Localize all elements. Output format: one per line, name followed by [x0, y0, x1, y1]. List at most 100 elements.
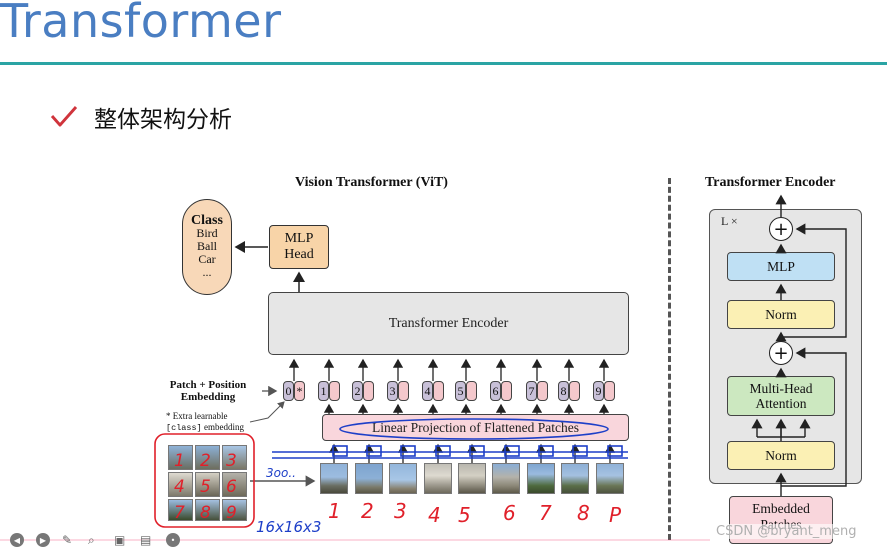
class-item: Bird [196, 226, 218, 240]
position-token: 0 [283, 381, 294, 401]
patch-position-embedding-label: Patch + Position Embedding [169, 379, 247, 403]
mlp-head-box: MLP Head [269, 225, 329, 269]
extra-learnable-note: * Extra learnable [class] embedding [166, 411, 244, 434]
grid-patch [222, 472, 247, 497]
patch-embedding-token [604, 381, 615, 401]
grid-patch [195, 499, 220, 521]
grid-patch [222, 499, 247, 521]
svg-text:1: 1 [328, 499, 341, 523]
bullet-text: 整体架构分析 [94, 107, 232, 133]
handwritten-ellipse [339, 418, 609, 440]
previous-slide-icon[interactable]: ◀ [10, 533, 24, 547]
subtitle-icon[interactable]: ▤ [140, 533, 152, 547]
mlp-block: MLP [727, 252, 835, 281]
patch-embedding-token [398, 381, 409, 401]
svg-text:3: 3 [226, 451, 237, 471]
mlp-head-line2: Head [284, 247, 314, 262]
class-token: * [294, 381, 305, 401]
mha-line2: Attention [755, 396, 807, 411]
norm-block-bottom: Norm [727, 441, 835, 470]
handwritten-vector-marks [272, 445, 628, 459]
token-up-arrows [288, 358, 610, 381]
svg-text:5: 5 [200, 477, 211, 497]
patch-up-arrows [328, 443, 616, 463]
patch-embedding-token [466, 381, 477, 401]
class-title: Class [191, 213, 223, 228]
arrow-note-to-class-token [249, 401, 285, 423]
multi-head-attention-block: Multi-Head Attention [727, 376, 835, 416]
transformer-encoder-label: Transformer Encoder [388, 315, 509, 331]
handwritten-grid-outline [154, 433, 255, 528]
title-rule [0, 62, 887, 65]
grid-patch [195, 445, 220, 470]
svg-text:2: 2 [361, 499, 374, 523]
embedded-line1: Embedded [752, 501, 810, 516]
position-token: 2 [352, 381, 363, 401]
patch-embedding-token [537, 381, 548, 401]
svg-text:8: 8 [200, 503, 211, 523]
patch-image [320, 463, 348, 494]
handwritten-patch-numbers: 1 2 3 4 5 6 7 8 P [328, 499, 622, 527]
linear-projection-label: Linear Projection of Flattened Patches [372, 419, 579, 435]
svg-text:2: 2 [200, 451, 211, 471]
residual-add-icon: + [769, 341, 793, 365]
grid-patch [168, 445, 193, 470]
watermark: CSDN @bryant_meng [716, 524, 857, 539]
more-options-icon[interactable]: • [166, 533, 180, 547]
handwritten-shape-label: 16x16x3 [256, 518, 321, 536]
grid-patch [222, 445, 247, 470]
svg-text:7: 7 [539, 501, 552, 525]
zoom-icon[interactable]: ⌕ [88, 533, 95, 547]
position-token: 3 [387, 381, 398, 401]
extra-note-mono: [class] [166, 423, 202, 433]
patch-image [424, 463, 452, 494]
linear-projection-box: Linear Projection of Flattened Patches [322, 414, 629, 441]
extra-note-prefix: * Extra learnable [166, 411, 228, 421]
class-output-box: Class Bird Ball Car ... [182, 199, 232, 295]
norm-block-top: Norm [727, 300, 835, 329]
svg-text:1: 1 [174, 451, 185, 471]
presentation-toolbar: ◀ ▶ ✎ ⌕ ▣ ▤ • [10, 533, 180, 547]
grid-patch [195, 472, 220, 497]
transformer-encoder-box: Transformer Encoder [268, 292, 629, 355]
svg-text:7: 7 [174, 503, 185, 523]
vit-header: Vision Transformer (ViT) [295, 175, 448, 190]
svg-text:P: P [609, 503, 622, 527]
svg-text:3: 3 [394, 499, 407, 523]
mlp-head-line1: MLP [284, 231, 314, 246]
svg-text:8: 8 [577, 501, 590, 525]
patch-image [561, 463, 589, 494]
repeat-label: L × [721, 214, 738, 228]
position-token: 7 [526, 381, 537, 401]
position-token: 6 [490, 381, 501, 401]
extra-note-suffix: embedding [201, 422, 244, 432]
patch-embedding-token [433, 381, 444, 401]
class-item: Ball [197, 239, 217, 253]
patch-embedding-token [569, 381, 580, 401]
patch-embedding-token [363, 381, 374, 401]
grid-patch [168, 472, 193, 497]
position-token: 5 [455, 381, 466, 401]
patch-image [389, 463, 417, 494]
class-item: ... [202, 265, 212, 279]
patch-image [458, 463, 486, 494]
handwritten-dim-label: 3oo.. [266, 466, 296, 480]
patch-embedding-token [501, 381, 512, 401]
position-token: 8 [558, 381, 569, 401]
position-token: 9 [593, 381, 604, 401]
svg-text:6: 6 [503, 501, 516, 525]
mha-line1: Multi-Head [749, 381, 813, 396]
camera-icon[interactable]: ▣ [114, 533, 126, 547]
residual-add-icon: + [769, 217, 793, 241]
encoder-detail-header: Transformer Encoder [705, 175, 836, 190]
position-token: 1 [318, 381, 329, 401]
patch-image [527, 463, 555, 494]
patch-embedding-token [329, 381, 340, 401]
pen-icon[interactable]: ✎ [62, 533, 73, 547]
next-slide-icon[interactable]: ▶ [36, 533, 50, 547]
patch-image [492, 463, 520, 494]
svg-text:4: 4 [428, 503, 441, 527]
svg-text:9: 9 [226, 503, 237, 523]
patch-image [355, 463, 383, 494]
